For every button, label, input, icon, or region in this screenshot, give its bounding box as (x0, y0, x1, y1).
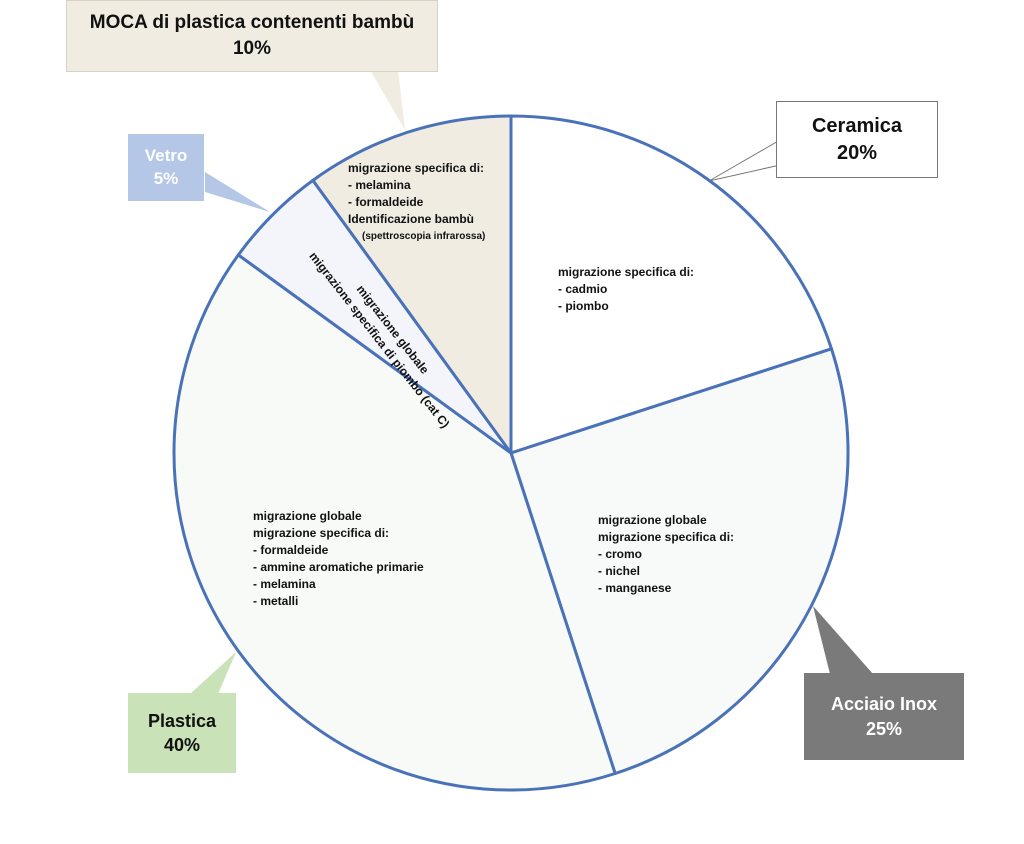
detail-line: - piombo (558, 299, 609, 313)
detail-line: - cadmio (558, 282, 608, 296)
callout-pointer (708, 139, 781, 182)
callout-pointer (190, 652, 236, 694)
callout-plastica-name: Plastica (147, 710, 217, 731)
pie-slice-plastica (172, 253, 617, 792)
callout-moca-value: 10% (232, 38, 272, 59)
detail-line: migrazione globale (253, 509, 362, 523)
callout-moca-name: MOCA di plastica contenenti bambù (89, 12, 415, 34)
callout-acciaio-inox: Acciaio Inox 25% (804, 673, 964, 760)
callout-ceramica-value: 20% (836, 141, 878, 164)
detail-line: migrazione specifica di: (348, 161, 485, 175)
detail-line: - ammine aromatiche primarie (253, 560, 424, 574)
callout-ceramica-name: Ceramica (811, 114, 903, 137)
slice-plastica-details: migrazione globale migrazione specifica … (253, 508, 424, 610)
callout-plastica: Plastica 40% (128, 693, 236, 773)
detail-line: Identificazione bambù (348, 212, 475, 226)
pie-slice-ceramica (509, 114, 834, 455)
detail-line: migrazione globale (598, 513, 707, 527)
pie-slices (172, 114, 850, 792)
callout-vetro-name: Vetro (144, 145, 188, 165)
detail-line: - formaldeide (253, 543, 329, 557)
callout-pointer (813, 606, 873, 674)
callout-pointer (205, 172, 270, 212)
callout-vetro: Vetro 5% (128, 134, 204, 201)
detail-line: migrazione specifica di: (598, 530, 735, 544)
detail-line: migrazione specifica di: (558, 265, 695, 279)
slice-acciaio-details: migrazione globale migrazione specifica … (598, 512, 734, 597)
detail-line: - cromo (598, 547, 643, 561)
detail-line: - melamina (348, 178, 411, 192)
detail-line: - metalli (253, 594, 299, 608)
pie-slice-acciaio-inox (509, 347, 850, 776)
slice-moca-details: migrazione specifica di: - melamina - fo… (348, 160, 485, 245)
detail-line: - nichel (598, 564, 641, 578)
pie-slice-moca-di-plastica-contenenti-bamb (311, 114, 513, 455)
callout-moca-bambu: MOCA di plastica contenenti bambù 10% (66, 0, 438, 72)
callout-pointers (190, 70, 873, 694)
callout-acciaio-name: Acciaio Inox (830, 694, 938, 715)
detail-line: - manganese (598, 581, 672, 595)
slice-ceramica-details: migrazione specifica di: - cadmio - piom… (558, 264, 694, 315)
callout-vetro-value: 5% (153, 168, 179, 188)
callout-plastica-value: 40% (163, 735, 201, 755)
detail-line: - formaldeide (348, 195, 424, 209)
detail-line: - melamina (253, 577, 316, 591)
detail-note: (spettroscopia infrarossa) (362, 231, 486, 242)
detail-line: migrazione specifica di: (253, 526, 390, 540)
callout-ceramica: Ceramica 20% (776, 101, 938, 178)
callout-pointer (370, 70, 405, 130)
callout-acciaio-value: 25% (865, 718, 903, 739)
